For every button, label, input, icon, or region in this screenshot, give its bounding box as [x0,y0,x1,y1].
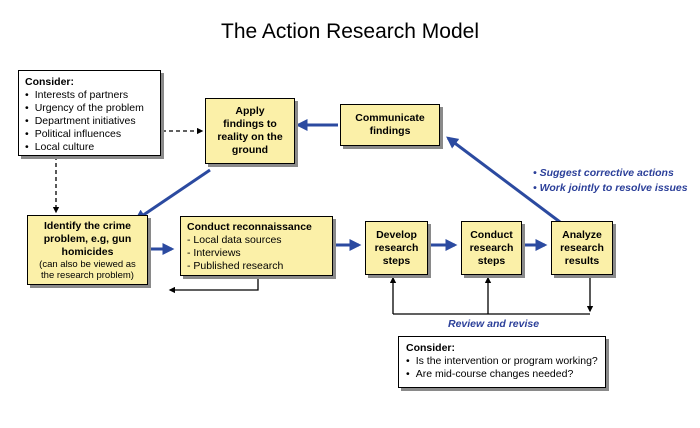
consider-top-box: Consider: Interests of partners Urgency … [18,70,161,156]
conduct-line: research [469,241,514,254]
identify-problem-box: Identify the crime problem, e.g, gun hom… [27,215,148,285]
reconnaissance-box: Conduct reconnaissance Local data source… [180,216,333,276]
page-title: The Action Research Model [221,20,479,43]
list-item: Urgency of the problem [25,102,154,115]
consider-bottom-heading: Consider: [406,342,456,354]
analyze-line: research [560,241,604,254]
identify-line: Identify the crime [44,219,131,232]
develop-steps-box: Develop research steps [365,221,428,275]
suggest-note-item: • Suggest corrective actions [533,167,674,179]
identify-note-line: (can also be viewed as [39,258,136,270]
arrow-analyze-to-communicate [446,136,561,224]
apply-findings-box: Apply findings to reality on the ground [205,98,295,164]
analyze-line: Analyze [562,228,602,241]
identify-note-line: the research problem) [41,269,134,281]
list-item: Political influences [25,128,154,141]
develop-line: research [374,241,419,254]
conduct-line: steps [477,254,506,267]
develop-line: Develop [376,228,417,241]
communicate-findings-box: Communicate findings [340,104,440,146]
apply-line: reality on the [217,131,283,143]
consider-top-list: Interests of partners Urgency of the pro… [25,89,154,154]
communicate-line: Communicate [355,112,425,124]
reconnaissance-list: Local data sources Interviews Published … [187,234,326,273]
suggest-note-item: • Work jointly to resolve issues [533,182,688,194]
list-item: Local culture [25,141,154,154]
communicate-line: findings [369,125,411,137]
list-item: Department initiatives [25,115,154,128]
identify-line: problem, e.g, gun [43,232,132,245]
review-revise-label: Review and revise [448,318,540,330]
identify-line: homicides [61,245,114,258]
recon-feedback-arrow [168,276,259,294]
apply-line: Apply [235,105,265,117]
arrow-apply-to-identify [134,168,211,222]
list-item: Are mid-course changes needed? [406,368,598,381]
list-item: Is the intervention or program working? [406,355,598,368]
suggest-notes: • Suggest corrective actions • Work join… [533,166,688,196]
analyze-results-box: Analyze research results [551,221,613,275]
list-item: Published research [187,260,326,273]
list-item: Interests of partners [25,89,154,102]
analyze-line: results [564,254,600,267]
conduct-line: Conduct [470,228,513,241]
develop-line: steps [382,254,411,267]
consider-bottom-box: Consider: Is the intervention or program… [398,336,606,388]
conduct-steps-box: Conduct research steps [461,221,522,275]
consider-bottom-list: Is the intervention or program working? … [406,355,598,381]
list-item: Local data sources [187,234,326,247]
list-item: Interviews [187,247,326,260]
reconnaissance-heading: Conduct reconnaissance [187,221,312,233]
apply-line: findings to [223,118,277,130]
consider-top-heading: Consider: [25,76,75,88]
apply-line: ground [231,144,269,156]
